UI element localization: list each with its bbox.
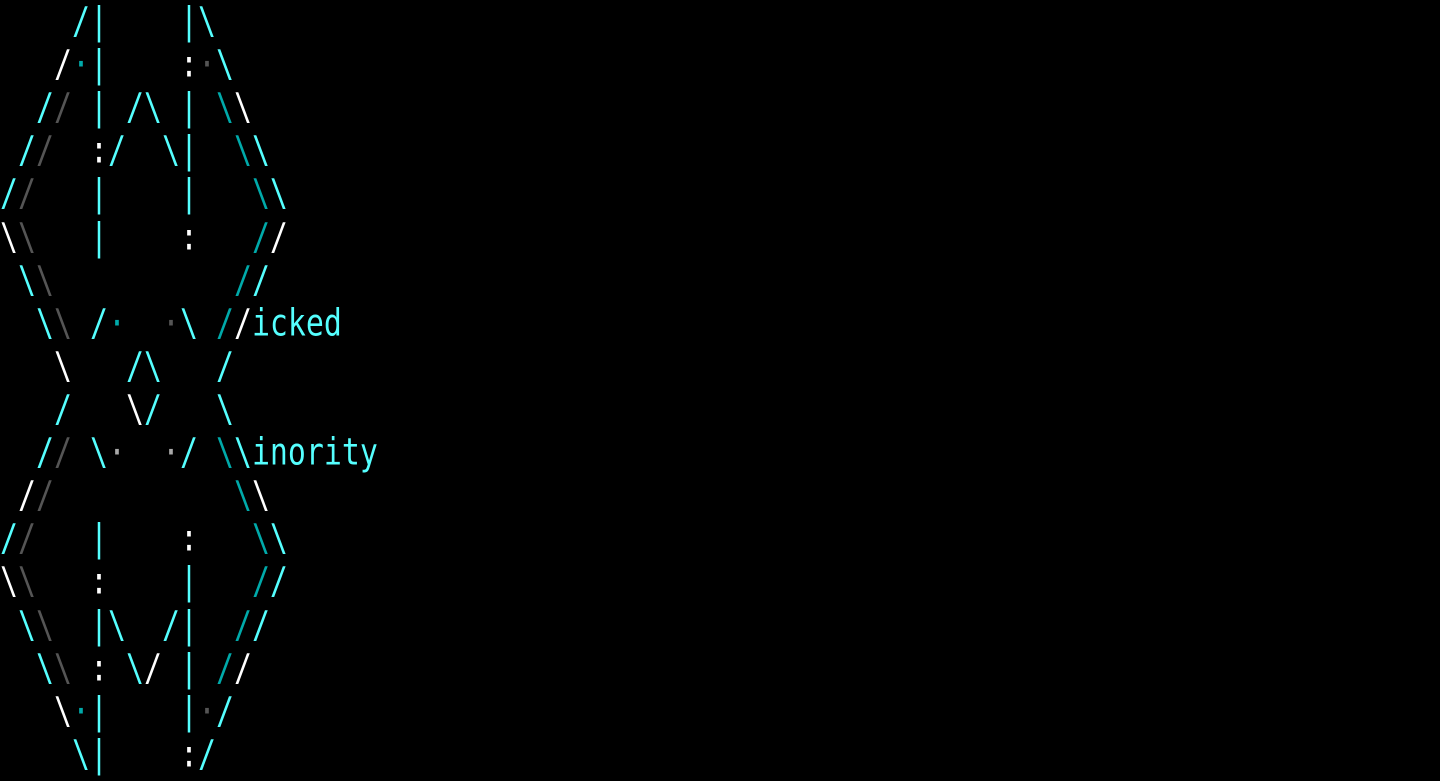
terminal-line-11: // \\	[0, 469, 1440, 523]
terminal-line-0: /| |\	[0, 0, 1440, 48]
terminal-line-2: // | /\ | \\	[0, 81, 1440, 135]
terminal-line-4: // | | \\	[0, 167, 1440, 221]
terminal-line-13: \\ : | //	[0, 555, 1440, 609]
terminal-line-14: \\ |\ /| //	[0, 598, 1440, 652]
terminal-line-12: // | : \\	[0, 512, 1440, 566]
terminal-line-6: \\ //	[0, 253, 1440, 307]
terminal-line-1: /·| :·\	[0, 38, 1440, 92]
terminal-line-10-minority: // \· ·/ \\inority	[0, 426, 1440, 480]
terminal-line-9: / \/ \	[0, 383, 1440, 437]
terminal-line-8: \ /\ /	[0, 339, 1440, 393]
terminal-line-16: \·| |·/	[0, 684, 1440, 738]
terminal-line-17: \| :/	[0, 727, 1440, 781]
terminal-line-3: // :/ \| \\	[0, 124, 1440, 178]
terminal-line-7-wicked: \\ /· ·\ //icked	[0, 296, 1440, 350]
terminal-line-5: \\ | : //	[0, 210, 1440, 264]
terminal-line-15: \\ : \/ | //	[0, 641, 1440, 695]
